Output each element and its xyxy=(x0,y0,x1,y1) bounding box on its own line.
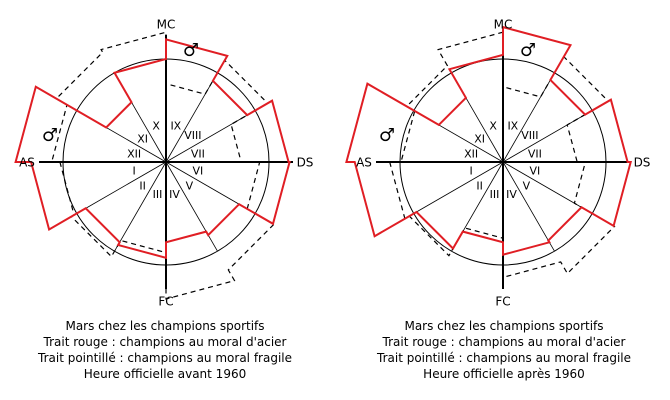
axis-label-mc: MC xyxy=(494,18,513,32)
caption-line-red: Trait rouge : champions au moral d'acier xyxy=(382,335,626,349)
caption-line-title: Mars chez les champions sportifs xyxy=(404,319,604,333)
sector-label-V: V xyxy=(523,179,531,192)
sector-label-V: V xyxy=(186,179,194,192)
sector-label-I: I xyxy=(132,165,135,178)
dashed-profile-fragile-morale xyxy=(388,31,616,279)
sector-label-X: X xyxy=(152,119,160,132)
sector-label-VI: VI xyxy=(529,165,540,178)
mars-symbol-icon: ♂ xyxy=(520,40,536,61)
sector-label-IV: IV xyxy=(506,188,517,201)
sector-label-IX: IX xyxy=(507,119,518,132)
sector-label-III: III xyxy=(490,188,500,201)
sector-line xyxy=(76,161,167,214)
sector-label-II: II xyxy=(476,179,483,192)
sector-line xyxy=(502,161,593,214)
axis-label-ds: DS xyxy=(634,156,651,170)
sector-label-IV: IV xyxy=(169,188,180,201)
sector-line xyxy=(165,72,218,163)
sector-label-XI: XI xyxy=(474,133,485,146)
axis-label-mc: MC xyxy=(157,18,176,32)
red-profile-steel-morale xyxy=(14,38,291,260)
axis-label-as: AS xyxy=(19,156,35,170)
sector-label-X: X xyxy=(489,119,497,132)
sector-line xyxy=(165,110,256,163)
caption-line-time: Heure officielle avant 1960 xyxy=(83,367,247,381)
red-profile-steel-morale xyxy=(345,25,633,257)
sector-label-IX: IX xyxy=(170,119,181,132)
mars-symbol-icon: ♂ xyxy=(42,125,58,146)
sector-line xyxy=(165,161,218,252)
dashed-profile-fragile-morale xyxy=(50,31,275,300)
sector-label-VII: VII xyxy=(191,147,205,160)
sector-label-II: II xyxy=(139,179,146,192)
axis-label-as: AS xyxy=(356,156,372,170)
sector-label-XII: XII xyxy=(464,147,478,160)
caption-before-1960: Mars chez les champions sportifs Trait r… xyxy=(15,318,315,382)
sector-line xyxy=(502,110,593,163)
sector-label-XII: XII xyxy=(127,147,141,160)
sector-label-I: I xyxy=(469,165,472,178)
sector-label-VIII: VIII xyxy=(184,129,201,142)
mars-symbol-icon: ♂ xyxy=(379,125,395,146)
sector-line xyxy=(502,161,555,252)
sector-label-XI: XI xyxy=(137,133,148,146)
caption-after-1960: Mars chez les champions sportifs Trait r… xyxy=(354,318,654,382)
caption-line-title: Mars chez les champions sportifs xyxy=(65,319,265,333)
axis-label-ds: DS xyxy=(297,156,314,170)
mars-symbol-icon: ♂ xyxy=(183,40,199,61)
axis-label-fc: FC xyxy=(495,295,510,309)
sector-label-III: III xyxy=(153,188,163,201)
caption-line-dashed: Trait pointillé : champions au moral fra… xyxy=(38,351,292,365)
sector-label-VI: VI xyxy=(192,165,203,178)
caption-line-dashed: Trait pointillé : champions au moral fra… xyxy=(377,351,631,365)
sector-line xyxy=(114,161,167,252)
caption-line-red: Trait rouge : champions au moral d'acier xyxy=(43,335,287,349)
sector-label-VII: VII xyxy=(528,147,542,160)
sector-label-VIII: VIII xyxy=(521,129,538,142)
axis-label-fc: FC xyxy=(158,295,173,309)
caption-line-time: Heure officielle après 1960 xyxy=(423,367,585,381)
sector-line xyxy=(413,161,504,214)
